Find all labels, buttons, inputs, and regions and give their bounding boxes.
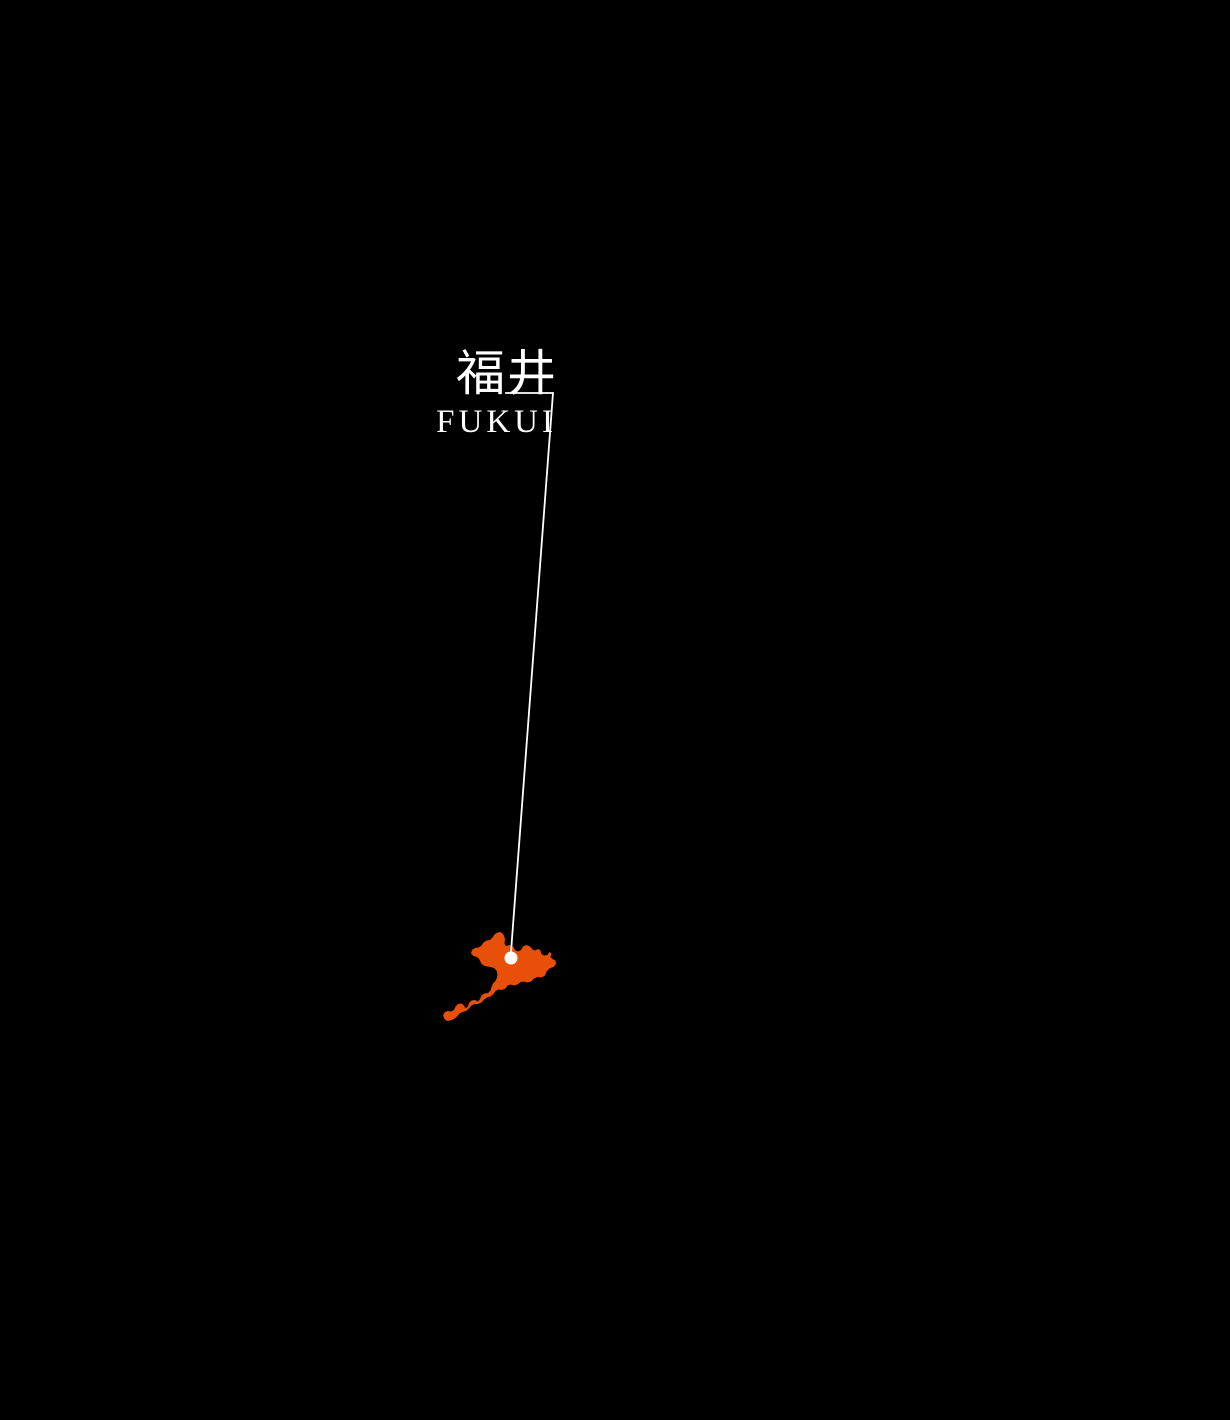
location-marker-dot[interactable] xyxy=(504,951,518,965)
leader-line xyxy=(505,392,554,953)
prefecture-label: 福井 FUKUI xyxy=(338,346,558,441)
prefecture-label-romaji: FUKUI xyxy=(436,403,557,440)
prefecture-label-kanji: 福井 xyxy=(455,346,558,401)
fukui-prefecture-shape[interactable] xyxy=(443,932,556,1021)
